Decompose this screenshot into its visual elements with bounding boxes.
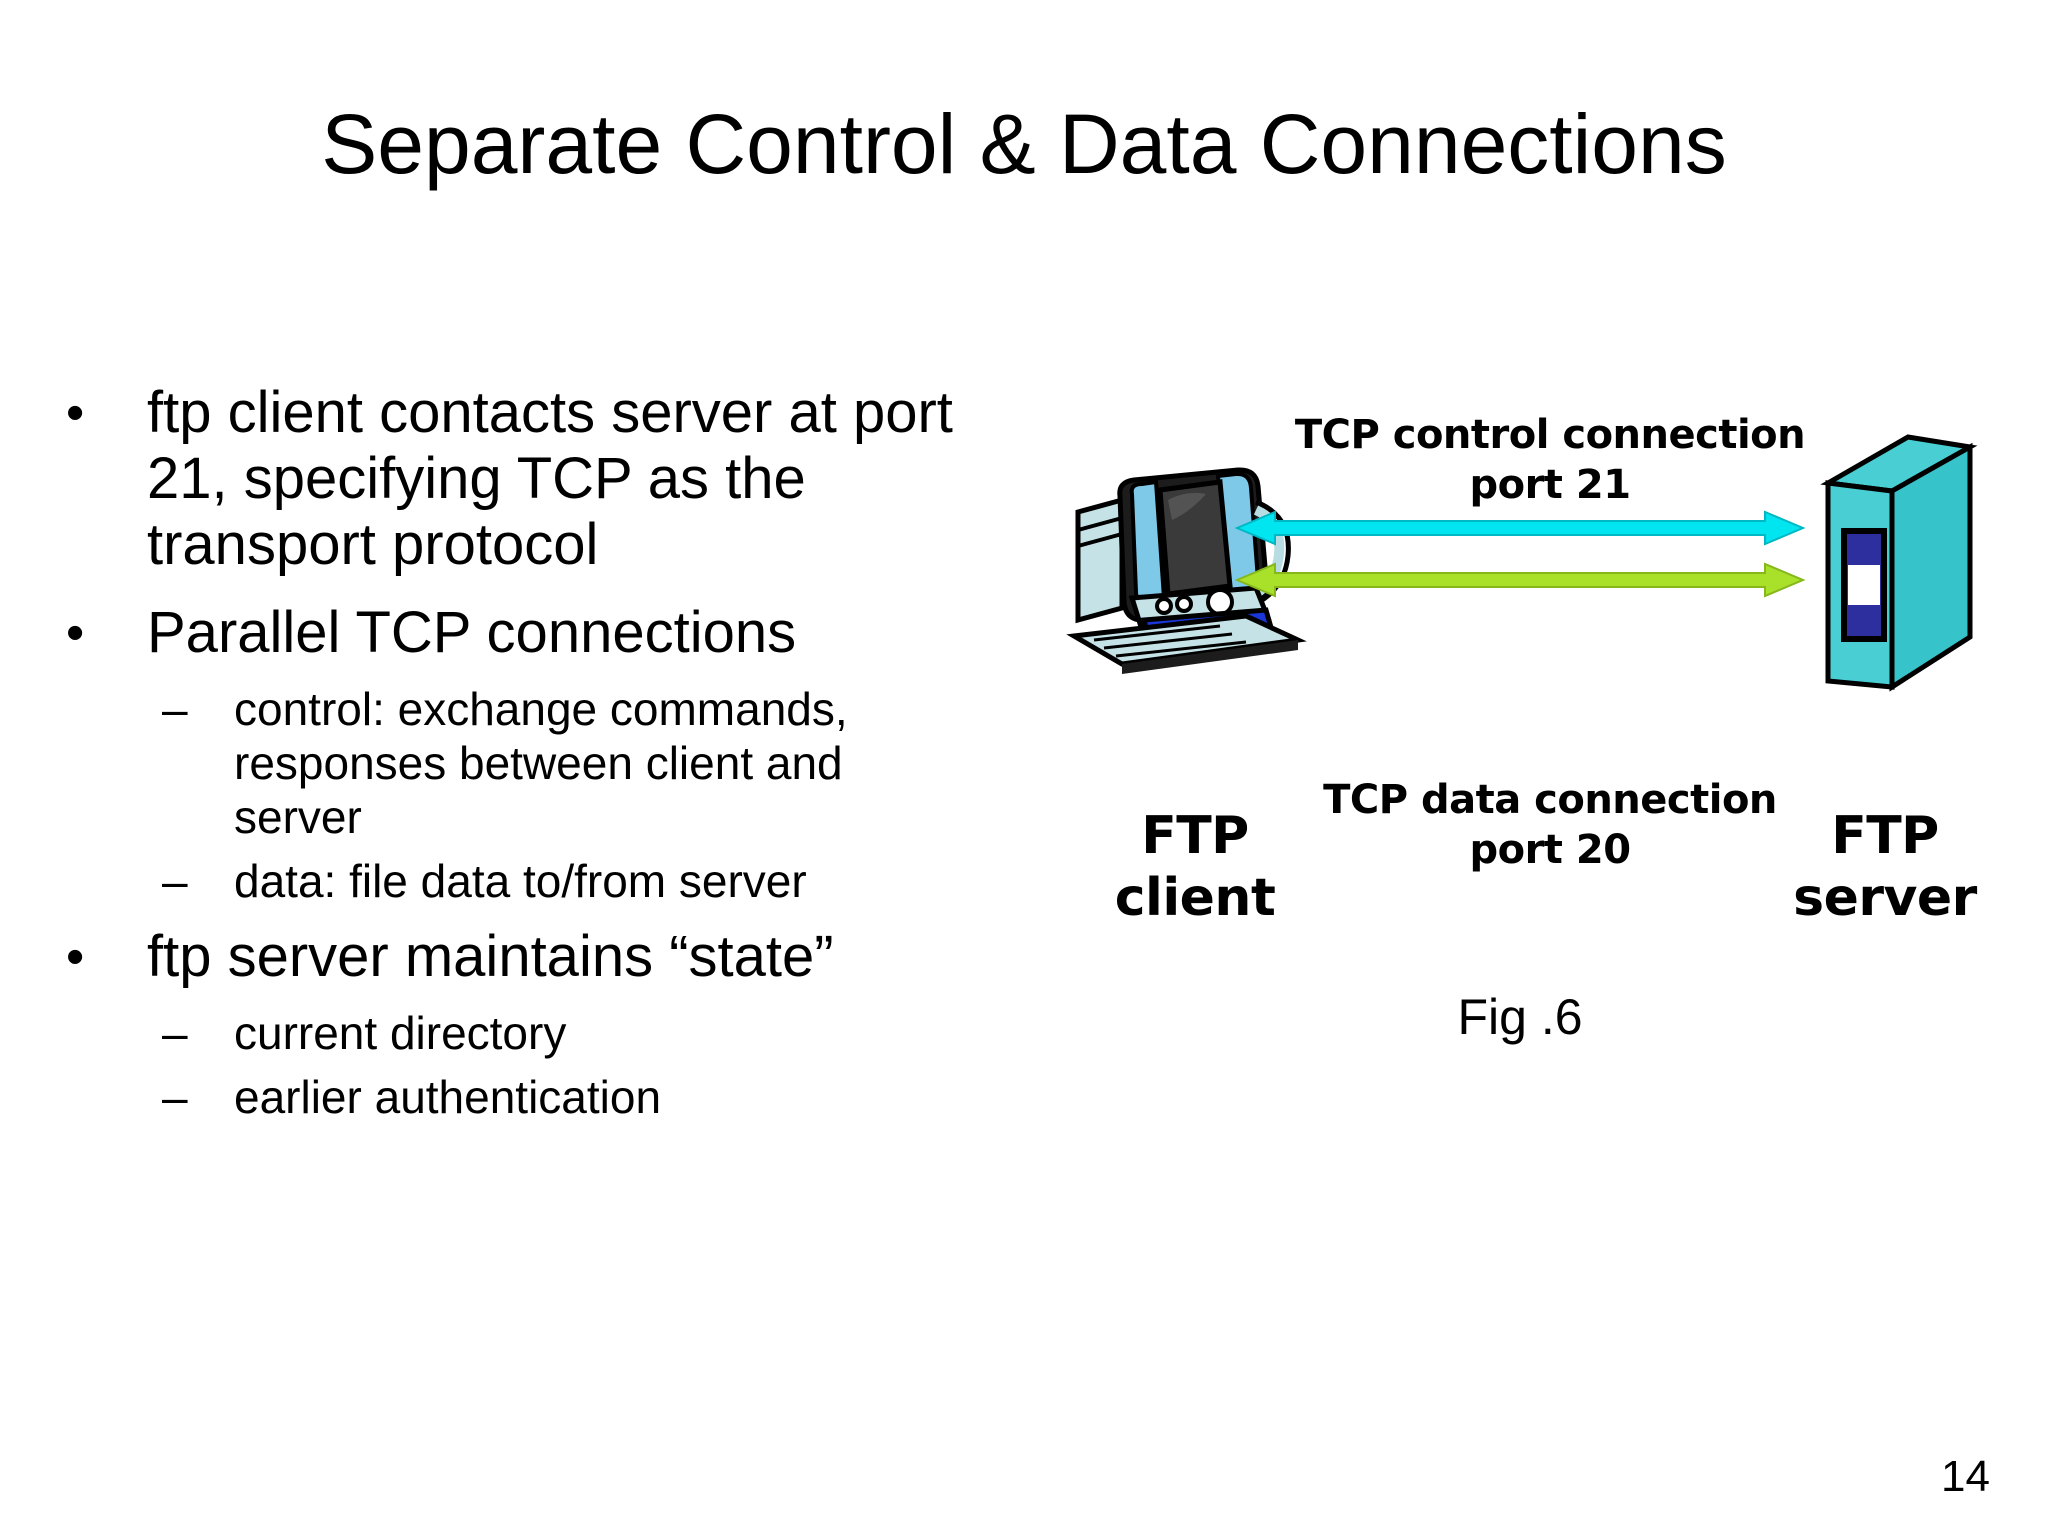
list-item-text: ftp client contacts server at port 21, s… — [147, 380, 953, 577]
list-item: – current directory — [52, 1006, 982, 1060]
ftp-server-box-icon — [1800, 425, 2000, 705]
figure-caption: Fig .6 — [1457, 989, 1583, 1045]
tcp-data-connection-arrow — [1234, 560, 1806, 605]
ftp-client-label-line2: client — [1114, 868, 1276, 928]
ftp-client-label: FTP client — [1060, 805, 1330, 929]
ftp-server-label-line2: server — [1793, 868, 1977, 928]
tcp-data-connection-label-line2: port 20 — [1469, 827, 1631, 873]
page-title: Separate Control & Data Connections — [321, 97, 1727, 191]
ftp-connection-diagram: TCP control connection port 21 TCP data … — [1040, 400, 2040, 1100]
ftp-server-label-line1: FTP — [1831, 806, 1939, 866]
list-item-text: Parallel TCP connections — [147, 600, 797, 665]
tcp-control-connection-label: TCP control connection port 21 — [1240, 410, 1860, 510]
dash-marker-icon: – — [162, 855, 188, 907]
bullet-list: • ftp client contacts server at port 21,… — [52, 380, 982, 1126]
list-item: • ftp client contacts server at port 21,… — [52, 380, 982, 578]
dash-marker-icon: – — [162, 683, 188, 735]
list-item-text: control: exchange commands, responses be… — [234, 683, 848, 843]
dash-marker-icon: – — [162, 1071, 188, 1123]
list-item: – control: exchange commands, responses … — [52, 682, 982, 844]
dash-marker-icon: – — [162, 1007, 188, 1059]
list-item: – earlier authentication — [52, 1070, 982, 1124]
list-item: • Parallel TCP connections — [52, 600, 982, 666]
list-item: • ftp server maintains “state” — [52, 924, 982, 990]
tcp-control-connection-label-line2: port 21 — [1469, 462, 1631, 508]
bullet-marker-icon: • — [66, 604, 85, 662]
ftp-client-label-line1: FTP — [1141, 806, 1249, 866]
list-item-text: earlier authentication — [234, 1071, 662, 1123]
ftp-server-label: FTP server — [1740, 805, 2030, 929]
list-item-text: current directory — [234, 1007, 567, 1059]
list-item-text: data: file data to/from server — [234, 855, 807, 907]
bullet-marker-icon: • — [66, 384, 85, 442]
page-number: 14 — [1941, 1452, 1990, 1501]
tcp-control-connection-arrow — [1234, 508, 1806, 553]
list-item-text: ftp server maintains “state” — [147, 924, 834, 989]
list-item: – data: file data to/from server — [52, 854, 982, 908]
tcp-control-connection-label-line1: TCP control connection — [1294, 412, 1806, 458]
tcp-data-connection-label: TCP data connection port 20 — [1240, 775, 1860, 875]
bullet-marker-icon: • — [66, 928, 85, 986]
tcp-data-connection-label-line1: TCP data connection — [1323, 777, 1777, 823]
